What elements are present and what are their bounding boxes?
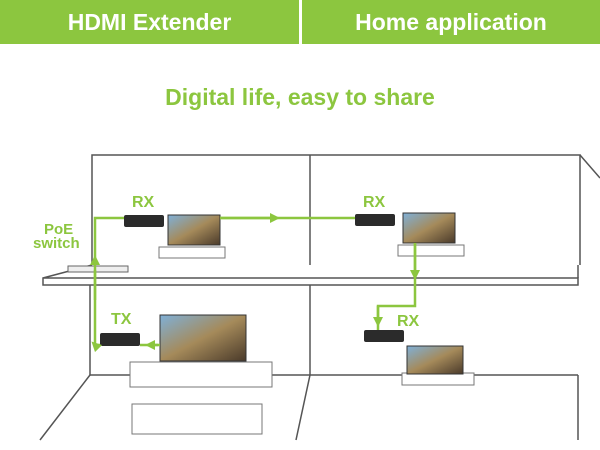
label-tx: TX bbox=[111, 311, 132, 328]
sofa bbox=[131, 403, 263, 435]
tv-stand-lower-right bbox=[401, 372, 475, 386]
tv-lower-left bbox=[159, 314, 247, 362]
label-switch: switch bbox=[33, 235, 80, 252]
rx-receiver-lower-right bbox=[364, 330, 404, 342]
house-outline bbox=[39, 154, 600, 441]
tv-stand-upper-right bbox=[397, 244, 465, 257]
header-tab-home-application: Home application bbox=[302, 0, 600, 44]
label-rx-lower-right: RX bbox=[397, 313, 420, 330]
tv-upper-right bbox=[402, 212, 456, 244]
tv-upper-left bbox=[167, 214, 221, 246]
rx-receiver-upper-left bbox=[124, 215, 164, 227]
tx-transmitter bbox=[100, 333, 140, 346]
tagline: Digital life, easy to share bbox=[165, 84, 435, 110]
signal-paths bbox=[90, 213, 420, 353]
label-rx-upper-right: RX bbox=[363, 194, 386, 211]
poe-switch-device bbox=[67, 265, 129, 273]
header-left-title: HDMI Extender bbox=[67, 8, 232, 35]
tv-stand-upper-left bbox=[158, 246, 226, 259]
header-tab-hdmi-extender: HDMI Extender bbox=[0, 0, 299, 44]
rx-receiver-upper-right bbox=[355, 214, 395, 226]
label-poe: PoE bbox=[44, 221, 73, 238]
tv-stand-lower-left bbox=[129, 361, 273, 388]
label-rx-upper-left: RX bbox=[132, 194, 155, 211]
tv-lower-right bbox=[406, 345, 464, 375]
header-right-title: Home application bbox=[355, 8, 547, 35]
